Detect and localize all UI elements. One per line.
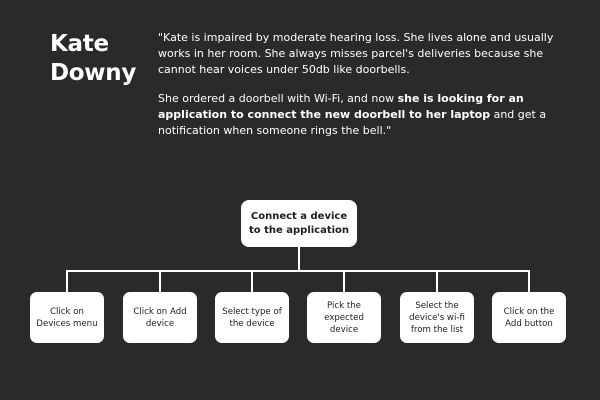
flow-root-label: Connect a device to the application: [248, 210, 350, 236]
flow-step-label: Click on the Add button: [503, 306, 555, 329]
flow-step-label: Select type of the device: [222, 306, 282, 329]
quote-paragraph-2-end: and get a notification when someone ring…: [158, 108, 547, 137]
flow-step-label: Click on Devices menu: [36, 306, 98, 329]
flow-step-label: Select the device's wi-fi from the list: [409, 300, 465, 335]
quote-paragraph-1: "Kate is impaired by moderate hearing lo…: [158, 31, 554, 76]
flow-step-label: Click on Add device: [133, 306, 187, 329]
flow-step-1: Click on Devices menu: [30, 292, 104, 343]
flow-step-3: Select type of the device: [215, 292, 289, 343]
persona-quote: "Kate is impaired by moderate hearing lo…: [158, 30, 568, 152]
flow-step-4: Pick the expected device: [307, 292, 381, 343]
quote-paragraph-2-start: She ordered a doorbell with Wi-Fi, and n…: [158, 92, 398, 105]
quote-paragraph-2: She ordered a doorbell with Wi-Fi, and n…: [158, 91, 568, 139]
flow-step-2: Click on Add device: [123, 292, 197, 343]
flow-root-node: Connect a device to the application: [241, 200, 357, 247]
persona-first-name: Kate: [50, 31, 109, 57]
persona-last-name: Downy: [50, 60, 137, 86]
flow-step-6: Click on the Add button: [492, 292, 566, 343]
flow-step-5: Select the device's wi-fi from the list: [400, 292, 474, 343]
flow-step-label: Pick the expected device: [324, 300, 364, 335]
persona-name: Kate Downy: [50, 30, 136, 88]
quote-highlight: she is looking for an application to con…: [158, 92, 524, 121]
